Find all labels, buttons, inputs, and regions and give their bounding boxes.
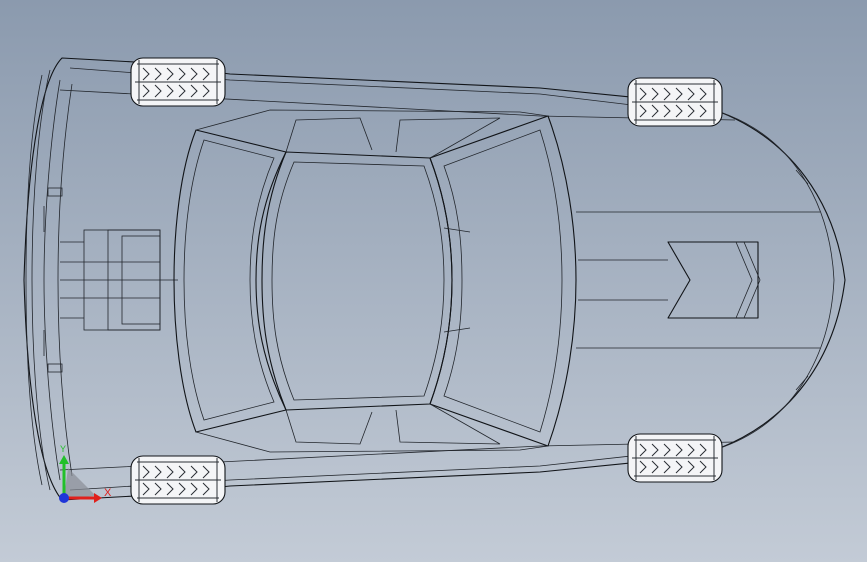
front-nose-contours (719, 111, 835, 449)
coordinate-triad[interactable]: X Y (59, 444, 112, 503)
left-door-panels (195, 109, 549, 159)
rear-right-tire[interactable] (130, 455, 226, 505)
y-axis-label: Y (60, 444, 66, 454)
rear-left-tire[interactable] (130, 57, 226, 107)
roof-outline[interactable] (261, 151, 453, 411)
hood-lines (576, 211, 820, 349)
z-axis-origin (59, 493, 69, 503)
front-right-tire[interactable] (627, 433, 723, 483)
windshield-outline[interactable] (429, 115, 577, 447)
y-axis-arrowhead (59, 455, 69, 464)
rear-bumper-contours (31, 69, 51, 491)
rear-deck-block[interactable] (60, 229, 178, 331)
front-left-tire[interactable] (627, 77, 723, 127)
x-axis-label: X (104, 487, 112, 499)
hood-scoop-chevron[interactable] (667, 241, 761, 319)
triad-plane (64, 468, 96, 498)
rear-window-outline[interactable] (173, 129, 287, 433)
x-axis-arrowhead (94, 493, 102, 503)
car-body-outline[interactable] (23, 57, 846, 501)
